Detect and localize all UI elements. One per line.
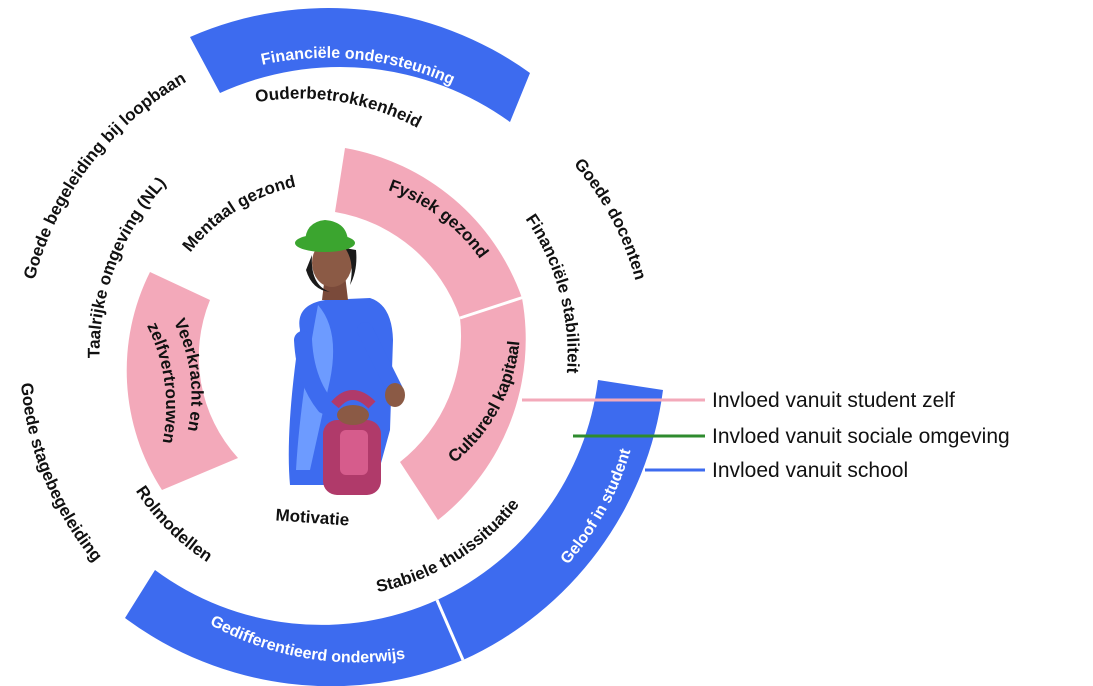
label-ouderbetrokkenheid: Ouderbetrokkenheid [254, 83, 425, 131]
segment-fysiek-gezond [335, 148, 522, 318]
label-motivatie: Motivatie [275, 505, 350, 529]
legend-school: Invloed vanuit school [712, 459, 908, 482]
legend-student: Invloed vanuit student zelf [712, 389, 955, 412]
label-financiele-stabiliteit: Financiële stabiliteit [522, 210, 583, 374]
segment-divider [435, 599, 465, 661]
label-mentaal-gezond: Mentaal gezond [179, 172, 298, 255]
segment-cultureel-kapitaal [400, 298, 526, 520]
label-goede-docenten: Goede docenten [570, 155, 650, 282]
legend-social: Invloed vanuit sociale omgeving [712, 425, 1010, 448]
segment-geloof-in-student [437, 380, 663, 660]
label-rolmodellen: Rolmodellen [132, 482, 216, 566]
segment-veerkracht-zelfvertrouwen [126, 272, 238, 490]
label-goede-begeleiding-loopbaan: Goede begeleiding bij loopbaan [20, 68, 189, 281]
segment-financiele-ondersteuning [190, 8, 530, 122]
student-illustration [288, 220, 405, 495]
segment-divider [459, 295, 525, 320]
label-goede-stagebegeleiding: Goede stagebegeleiding [17, 382, 106, 565]
segment-gedifferentieerd-onderwijs [125, 570, 463, 686]
